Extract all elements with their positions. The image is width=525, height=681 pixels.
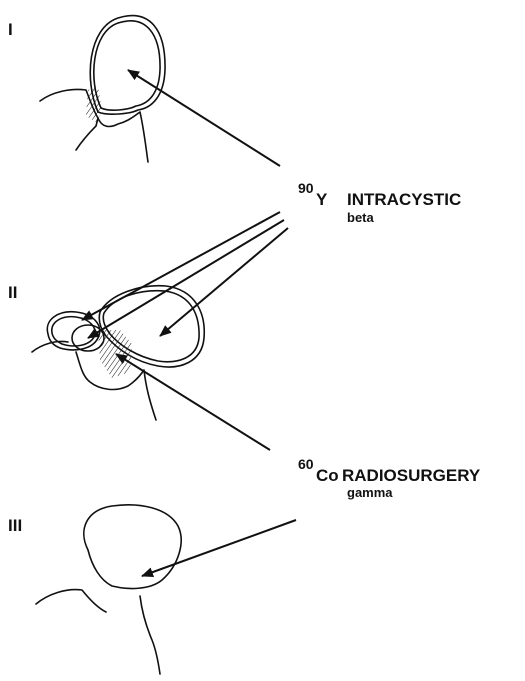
label-90Y-intracystic: 90 Y INTRACYSTIC beta: [298, 180, 461, 225]
gamma-arrow-panel-II: [116, 354, 270, 450]
beta-arrow-small-cyst: [88, 220, 284, 338]
panel-I-cyst-outer: [90, 16, 165, 115]
method-intracystic: INTRACYSTIC: [347, 190, 461, 209]
panel-III-hatched-mass: [84, 505, 181, 589]
panel-I-hatched-region: [86, 86, 102, 122]
method-radiosurgery: RADIOSURGERY: [342, 466, 481, 485]
isotope-number-90: 90: [298, 180, 314, 196]
isotope-symbol-Co: Co: [316, 466, 339, 485]
radiation-beta: beta: [347, 210, 375, 225]
isotope-symbol-Y: Y: [316, 190, 328, 209]
panel-II-hatched-region: [98, 330, 132, 378]
panel-I-cyst-inner: [94, 21, 160, 110]
panel-III-illustration: [36, 505, 181, 674]
panel-III-tissue-outline: [36, 590, 160, 674]
panel-I-illustration: [40, 16, 165, 162]
panel-II-illustration: [32, 286, 204, 420]
beta-arrow-panel-I: [128, 70, 280, 166]
radiation-gamma: gamma: [347, 485, 393, 500]
panel-label-I: I: [8, 20, 13, 39]
panel-label-II: II: [8, 283, 17, 302]
panel-label-III: III: [8, 516, 22, 535]
beta-arrow-left-cyst: [82, 212, 280, 320]
panel-II-tissue-outline: [32, 341, 156, 420]
isotope-number-60: 60: [298, 456, 314, 472]
label-60Co-radiosurgery: 60 Co RADIOSURGERY gamma: [298, 456, 481, 500]
gamma-arrow-panel-III: [142, 520, 296, 576]
